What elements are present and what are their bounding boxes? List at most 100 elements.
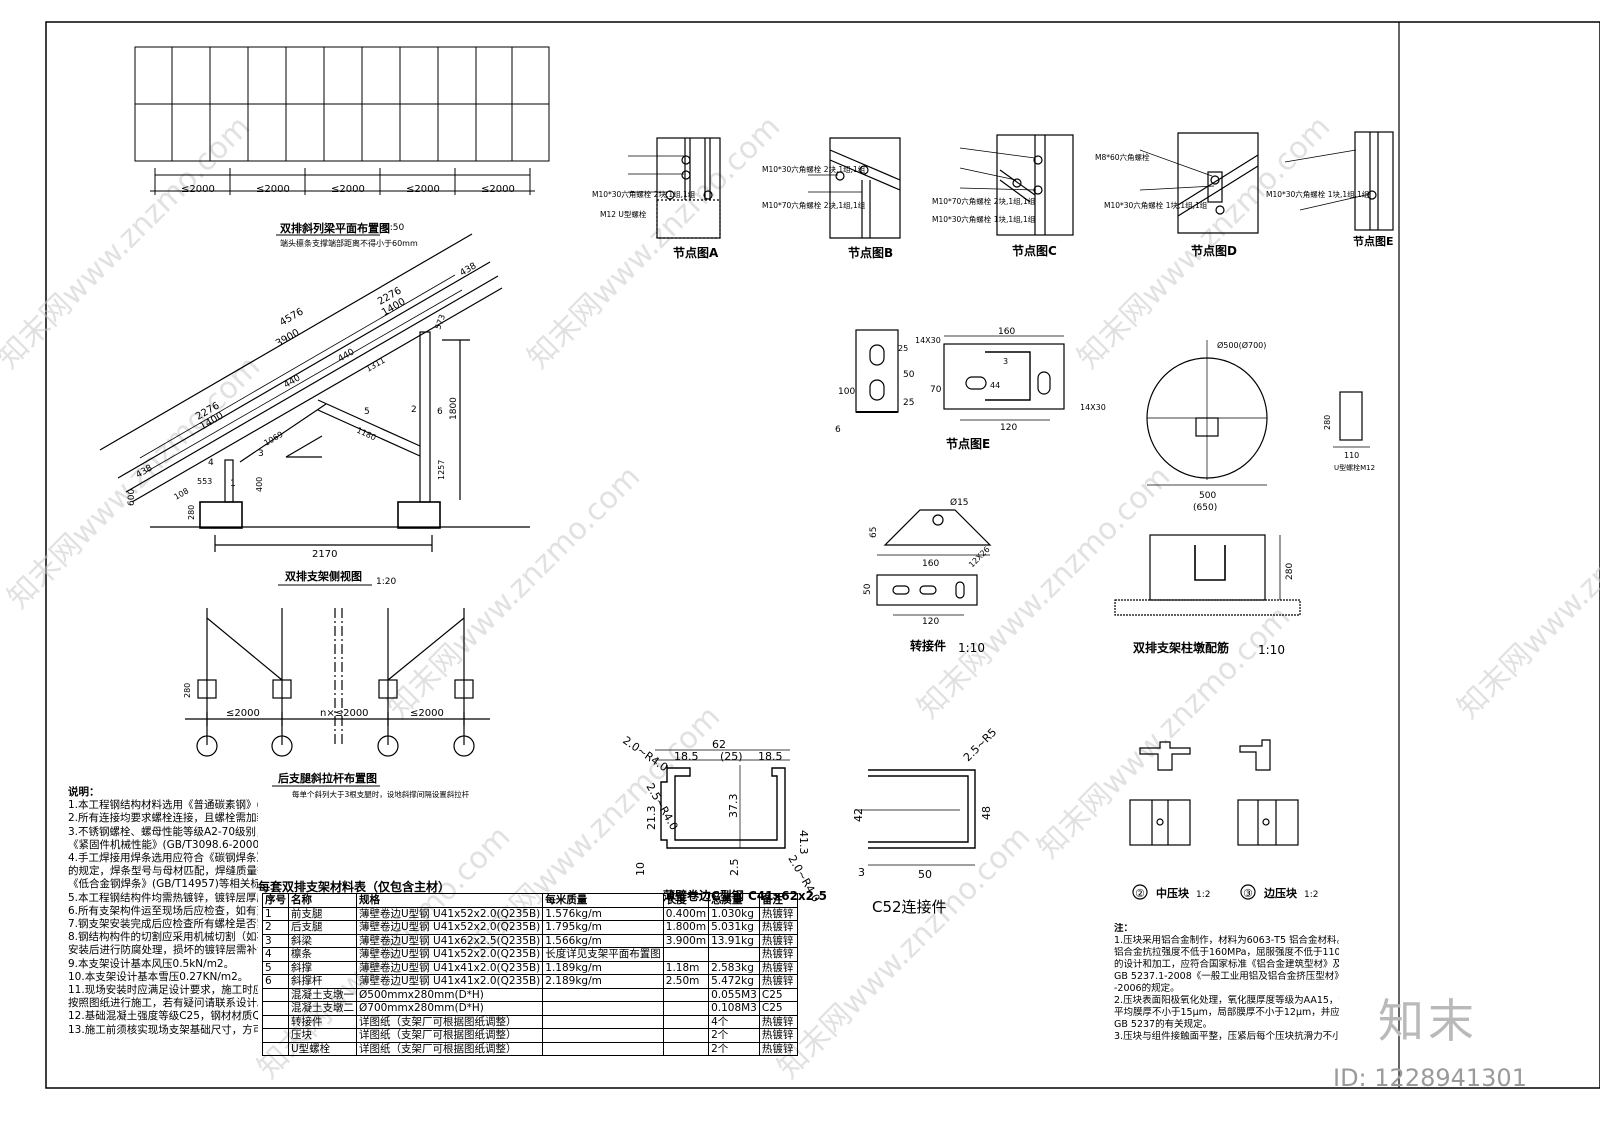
table-cell: 斜梁: [288, 933, 357, 948]
note-item: 9.本支架设计基本风压0.5kN/m2。: [68, 957, 235, 970]
rail-length-4576: 4576: [278, 306, 306, 328]
clamp-mid-scale: 1:2: [1196, 890, 1210, 900]
c-dim-2-5: 2.5: [728, 859, 741, 877]
watermark-text: 知末网www.znzmo.com: [1071, 109, 1337, 375]
table-cell: [262, 1014, 289, 1029]
corner-dim-50: 50: [863, 583, 873, 595]
note-item: 《紧固件机械性能》(GB/T3098.6-2000)规定。: [68, 838, 258, 851]
table-cell: 5.031kg: [708, 920, 760, 935]
table-cell: 薄壁卷边U型钢 U41x41x2.0(Q235B): [355, 974, 544, 989]
c52-title: C52连接件: [872, 898, 947, 916]
c52-dim-50: 50: [918, 868, 932, 881]
table-cell: [662, 1014, 710, 1029]
notes-heading: 说明：: [68, 786, 100, 798]
table-cell: 压块: [288, 1028, 357, 1043]
corner-dim-160: 160: [922, 559, 939, 569]
node-e-dim-70: 70: [930, 385, 942, 395]
table-cell: 热镀锌: [758, 960, 798, 975]
table-cell: 5.472kg: [708, 974, 760, 989]
document-id: ID: 1228941301: [1333, 1064, 1527, 1092]
note-item: 4.手工焊接用焊条选用应符合《碳钢焊条》(GB/T5117): [68, 852, 258, 865]
table-cell: [662, 1001, 710, 1016]
node-e-detail: [855, 329, 1065, 421]
general-notes: 说明： 1.本工程钢结构材料选用《普通碳素钢》(GB/T700-2006)。 2…: [68, 786, 258, 1037]
corner-dim-dia15: Ø15: [950, 497, 969, 508]
corner-dim-120: 120: [922, 617, 939, 627]
note-item: 10.本支架设计基本雪压0.27KN/m2。: [68, 970, 249, 983]
node-e-title: 节点图E: [946, 436, 990, 451]
node-b-title: 节点图B: [848, 245, 893, 260]
node-d-label-2: M10*30六角螺栓 1块,1组,1组: [1104, 200, 1208, 210]
table-cell: 1.576kg/m: [542, 906, 664, 921]
pier-section-scale: 1:10: [1258, 643, 1285, 657]
table-cell: 2.583kg: [708, 960, 760, 975]
table-cell: 斜撑杆: [288, 974, 357, 989]
table-cell: 1.030kg: [708, 906, 760, 921]
corner-scale: 1:10: [958, 641, 985, 655]
table-cell: 6: [262, 974, 289, 989]
table-cell: 混凝土支墩二: [288, 1001, 357, 1016]
clamp-note-item: -2006的规定。: [1114, 983, 1180, 994]
note-item: 按照图纸进行施工，若有疑问请联系设计。: [68, 997, 258, 1010]
member-2: 2: [411, 405, 417, 415]
corner-dim-slot: 12X26: [967, 545, 992, 570]
table-cell: 2: [262, 920, 289, 935]
c-dim-10: 10: [634, 862, 647, 876]
node-c-label-1: M10*70六角螺栓 2块,1组,1组: [932, 196, 1036, 206]
sheet-border: [45, 21, 1600, 1089]
clamp-edge-num: ③: [1243, 887, 1253, 900]
table-cell: 3.900m: [662, 933, 710, 948]
plan-note: 端头檩条支撑端部距离不得小于60mm: [280, 238, 418, 248]
dim-1800: 1800: [449, 397, 459, 420]
c-dim-18b: 18.5: [758, 750, 783, 763]
clamp-note-item: 3.压块与组件接触面平整，压紧后每个压块抗滑力不小于2KN。: [1114, 1031, 1339, 1042]
clamp-edge-title: 边压块: [1263, 886, 1298, 900]
table-header-cell: 规格: [355, 893, 544, 908]
clamp-note-item: 的设计和加工，应符合国家标准《铝合金建筑型材》及标准: [1114, 959, 1339, 970]
watermark-text: 知末网www.znzmo.com: [1031, 599, 1297, 865]
note-item: 3.不锈钢螺栓、螺母性能等级A2-70级别，应符合: [68, 825, 258, 838]
note-item: 8.钢结构构件的切割应采用机械切割（如不锈钢等），: [68, 931, 258, 944]
member-6: 6: [437, 407, 443, 417]
node-e-dim-120: 120: [1000, 423, 1017, 433]
table-cell: [708, 947, 760, 962]
c-dim-62: 62: [712, 738, 726, 751]
table-cell: 1.189kg/m: [542, 960, 664, 975]
node-e-dim-6: 6: [835, 425, 841, 435]
plan-spacing-4: ≤2000: [406, 184, 440, 195]
rear-note: 每单个斜列大于3根支腿时，设地斜撑间隔设置斜拉杆: [292, 789, 470, 799]
node-e-dim-25: 25: [903, 398, 914, 408]
table-row: U型螺栓详图纸（支架厂可根据图纸调整）2个热镀锌: [262, 1041, 798, 1056]
note-item: 7.钢支架安装完成后应检查所有螺栓是否紧固到位。: [68, 918, 258, 931]
table-cell: [542, 1028, 664, 1043]
plan-spacing-1: ≤2000: [181, 184, 215, 195]
rear-spacing-1: ≤2000: [226, 708, 260, 719]
clamp-note-item: 1.压块采用铝合金制作，材料为6063-T5 铝合金材料。6063-T5: [1114, 935, 1339, 946]
clamp-mid-num: ②: [1135, 887, 1145, 900]
node-a-label-1: M10*30六角螺栓 2块,1组,1组: [592, 189, 696, 199]
plan-scale: 1:50: [384, 223, 404, 233]
clamp-notes: 注： 1.压块采用铝合金制作，材料为6063-T5 铝合金材料。6063-T5 …: [1114, 923, 1339, 1043]
pier-plan: [1146, 340, 1370, 486]
table-header-row: 序号名称规格每米质量长度总质量备注: [262, 893, 798, 908]
table-cell: Ø700mmx280mm(D*H): [355, 1001, 544, 1016]
table-cell: 热镀锌: [758, 1028, 798, 1043]
table-cell: 2.189kg/m: [542, 974, 664, 989]
node-e-dim-14x30b: 14X30: [1080, 403, 1106, 412]
side-scale: 1:20: [376, 577, 396, 587]
corner-dim-65: 65: [869, 527, 879, 538]
table-header-cell: 每米质量: [542, 893, 664, 908]
dim-1180: 1180: [355, 426, 377, 443]
watermark-text: 知末网www.znzmo.com: [1451, 459, 1600, 725]
dim-108: 108: [173, 486, 191, 501]
watermark-text: 知末网www.znzmo.com: [0, 109, 257, 375]
table-cell: [262, 1028, 289, 1043]
rear-spacing-2: n×≤2000: [320, 708, 369, 719]
clamp-notes-heading: 注：: [1114, 923, 1134, 934]
table-cell: 5: [262, 960, 289, 975]
c-dim-41: 41.3: [797, 830, 810, 855]
